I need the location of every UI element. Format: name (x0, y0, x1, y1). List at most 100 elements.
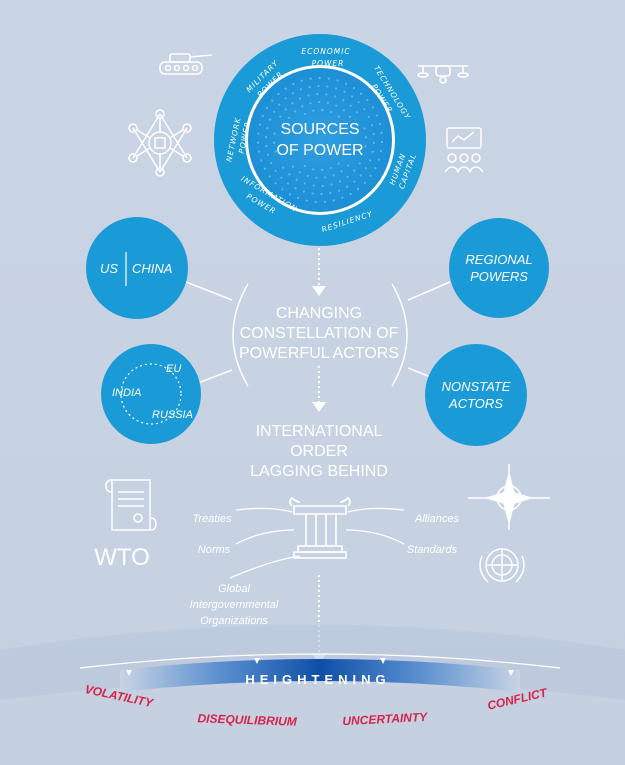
standards-label: Standards (407, 544, 458, 556)
ring-dot (288, 173, 291, 176)
ring-dot (312, 109, 315, 112)
ring-dot (334, 95, 337, 98)
ring-dot (291, 92, 295, 95)
ring-dot (268, 175, 271, 178)
ring-dot (265, 144, 268, 148)
ring-dot (349, 104, 352, 107)
ring-dot (370, 124, 374, 127)
ring-dot (364, 167, 368, 170)
sources-title-line2: OF POWER (276, 142, 363, 159)
ring-dot (337, 162, 340, 165)
ring-dot (280, 176, 283, 179)
ring-dot (338, 180, 342, 183)
ring-dot (291, 102, 294, 105)
india-label: INDIA (112, 387, 141, 399)
us-label: US (100, 261, 118, 276)
regional-label-1: REGIONAL (465, 252, 532, 267)
ring-dot (306, 174, 309, 178)
order-heading: INTERNATIONAL ORDER LAGGING BEHIND (250, 423, 388, 480)
ring-dot (350, 95, 354, 98)
ring-dot (321, 168, 324, 171)
ring-dot (369, 174, 372, 177)
eu-label: EU (166, 363, 181, 375)
ring-dot (330, 111, 333, 114)
ring-dot (300, 79, 303, 82)
pillar-column-icon (289, 496, 351, 559)
ring-dot (364, 145, 367, 148)
ring-dot (371, 106, 374, 109)
order-line3: LAGGING BEHIND (250, 463, 388, 480)
ring-dot (379, 149, 383, 153)
ring-dot (352, 87, 355, 90)
ring-dot (329, 166, 332, 170)
ring-dot (375, 114, 378, 117)
ring-dot (302, 190, 305, 193)
ring-dot (307, 94, 310, 97)
ring-dot (265, 106, 268, 110)
tank-icon (159, 53, 213, 75)
global-label-3: Organizations (200, 615, 268, 627)
ring-dot (336, 79, 339, 82)
constellation-line2: CONSTELLATION OF (240, 325, 399, 342)
sources-of-power-ring: SOURCES OF POWER (214, 34, 426, 246)
ring-dot (257, 141, 260, 144)
order-line1: INTERNATIONAL (256, 423, 383, 440)
ring-dot (318, 76, 321, 80)
ring-dot (299, 88, 303, 91)
ring-dot (380, 140, 384, 144)
ring-dot (325, 93, 328, 96)
ring-dot (326, 101, 330, 104)
ring-dot (342, 109, 345, 112)
us-china-bubble: US CHINA (86, 217, 188, 319)
ring-dot (321, 109, 324, 112)
ring-dot (303, 164, 306, 167)
ring-dot (332, 199, 335, 202)
ring-dot (272, 110, 276, 113)
ring-dot (321, 184, 324, 187)
ring-dot (294, 187, 297, 190)
outcome-disequilibrium: DISEQUILIBRIUM (197, 711, 298, 728)
ring-dot (337, 115, 340, 118)
ring-dot (258, 150, 261, 153)
sources-title-line1: SOURCES (280, 121, 359, 138)
global-label-1: Global (218, 583, 250, 595)
ring-dot (337, 189, 341, 192)
ring-dot (358, 162, 361, 165)
ring-dot (357, 187, 360, 190)
ring-dot (335, 104, 338, 107)
compass-rose-icon (468, 464, 550, 530)
ring-dot (277, 92, 280, 96)
ring-dot (372, 141, 375, 144)
ring-dot (284, 87, 287, 90)
regional-label-2: POWERS (470, 269, 528, 284)
ring-dot (364, 136, 367, 139)
ring-dot (332, 174, 335, 177)
ring-dot (330, 183, 333, 186)
regional-powers-bubble: REGIONAL POWERS (449, 218, 549, 318)
ring-dot (345, 185, 349, 188)
ring-dot (366, 99, 369, 102)
ring-dot (273, 141, 276, 144)
heightening-band: HEIGHTENING (0, 625, 625, 700)
scroll-document-icon (105, 479, 157, 531)
ring-dot (266, 127, 269, 130)
ring-dot (295, 178, 298, 181)
ring-dot (363, 127, 366, 130)
constellation-line3: POWERFUL ACTORS (239, 345, 399, 362)
ring-label-economic-2: POWER (312, 59, 345, 68)
wto-label: WTO (94, 544, 150, 571)
ring-dot (378, 122, 381, 126)
order-line2: ORDER (290, 443, 348, 460)
ring-dot (288, 193, 291, 196)
ring-dot (317, 84, 320, 88)
ring-dot (266, 153, 270, 156)
ring-dot (263, 167, 267, 170)
ring-dot (359, 174, 362, 177)
ring-dot (304, 112, 307, 116)
ring-dot (323, 200, 326, 203)
arrow-sources-to-actors (312, 248, 326, 296)
ring-dot (340, 170, 343, 173)
ring-dot (367, 115, 370, 118)
ring-dot (258, 123, 261, 126)
